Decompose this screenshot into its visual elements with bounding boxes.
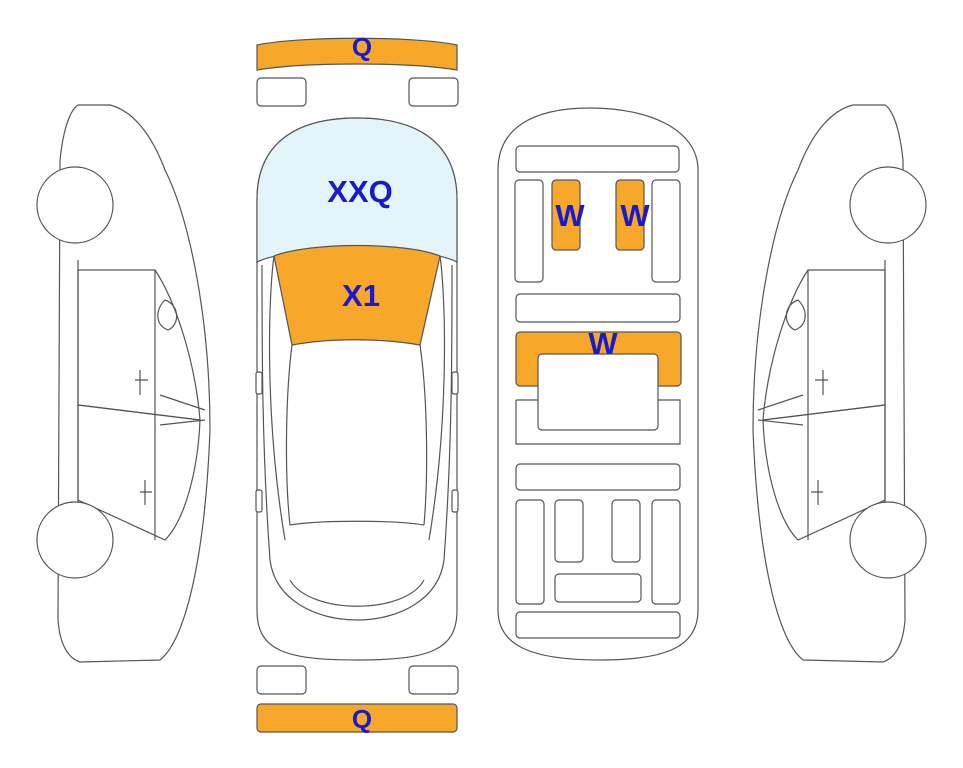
front-seat-right-label: W bbox=[620, 198, 650, 233]
front-bumper-label: Q bbox=[352, 32, 372, 62]
front-seat-left-label: W bbox=[555, 198, 585, 233]
rear-wheel-left bbox=[36, 501, 114, 579]
rear-right-light bbox=[408, 665, 459, 695]
front-right-light bbox=[408, 77, 459, 107]
dashboard bbox=[515, 145, 680, 173]
windshield-label: XXQ bbox=[327, 174, 392, 209]
front-seat-left[interactable] bbox=[551, 179, 581, 251]
rear-bumper-label: Q bbox=[352, 704, 372, 734]
rear-bumper-panel[interactable] bbox=[256, 703, 458, 733]
car-right-side-view bbox=[752, 104, 927, 663]
car-top-view bbox=[255, 37, 459, 733]
car-interior-view bbox=[497, 107, 699, 661]
hood-label: X1 bbox=[342, 278, 380, 313]
damage-labels: Q XXQ X1 W W W Q bbox=[327, 32, 650, 734]
rear-left-light bbox=[256, 665, 307, 695]
front-bumper-panel[interactable] bbox=[256, 37, 458, 71]
front-seat-right[interactable] bbox=[615, 179, 645, 251]
front-wheel-left bbox=[36, 166, 114, 244]
center-console-label: W bbox=[588, 326, 618, 361]
car-left-side-view bbox=[36, 104, 211, 663]
front-left-light bbox=[256, 77, 307, 107]
